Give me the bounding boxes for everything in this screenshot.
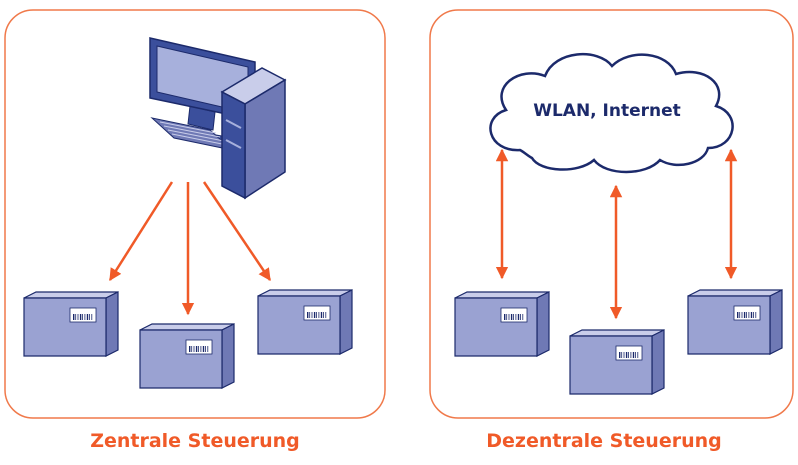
desktop-computer-icon	[149, 37, 287, 200]
left-panel-frame	[4, 9, 386, 419]
left-control-arrows	[108, 181, 272, 316]
device-box-right-1	[454, 291, 550, 357]
cloud-label: WLAN, Internet	[533, 101, 681, 121]
cloud-icon: WLAN, Internet	[489, 53, 734, 174]
device-box-right-3	[687, 289, 783, 355]
right-panel-frame	[429, 9, 794, 419]
device-box-left-3	[257, 289, 353, 355]
right-network-arrows	[495, 148, 738, 320]
left-panel-caption: Zentrale Steuerung	[90, 430, 300, 452]
arrow-to-device-left	[108, 181, 174, 282]
device-box-right-2	[569, 329, 665, 395]
device-boxes	[23, 289, 783, 395]
device-box-left-2	[139, 323, 235, 389]
arrow-to-device-right	[202, 181, 272, 282]
device-box-left-1	[23, 291, 119, 357]
right-panel-caption: Dezentrale Steuerung	[486, 430, 722, 452]
